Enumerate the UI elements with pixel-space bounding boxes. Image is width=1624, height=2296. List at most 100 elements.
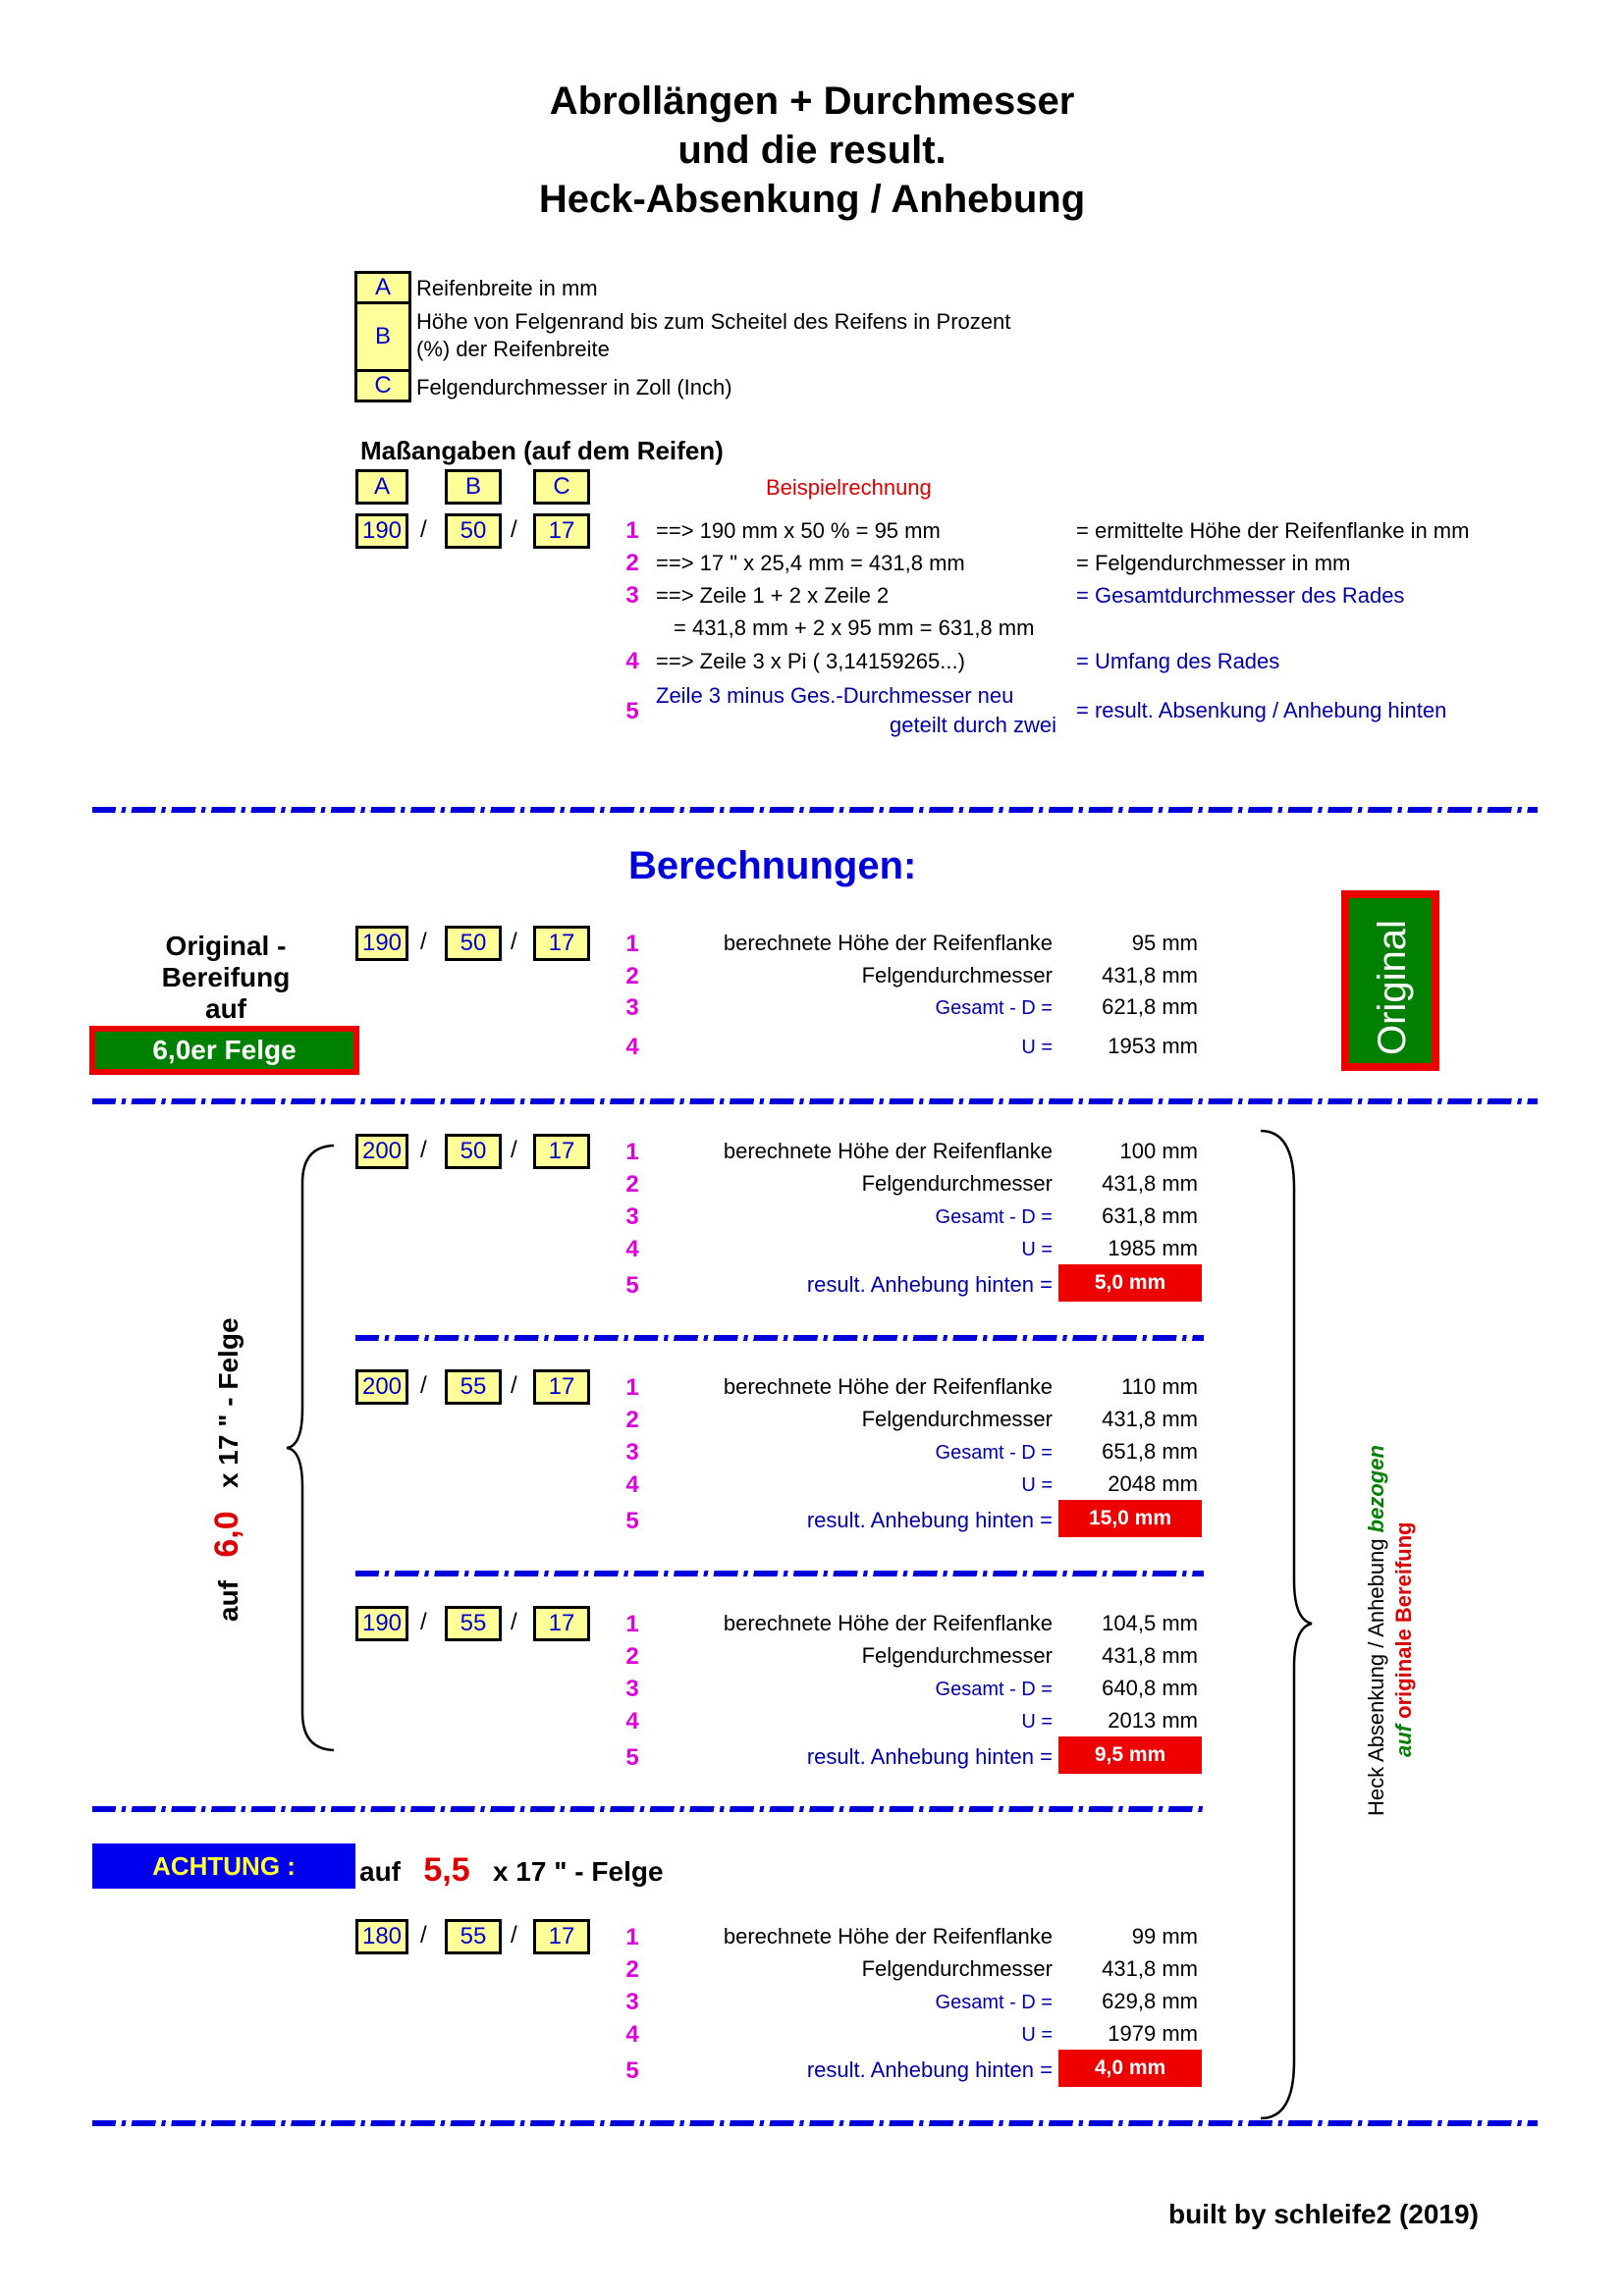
divider (92, 807, 1538, 813)
rim-label-suffix: x 17 " - Felge (213, 1317, 244, 1489)
label-b: B (445, 469, 502, 505)
rim-badge-label: 6,0er Felge (95, 1032, 353, 1069)
step-description: = result. Absenkung / Anhebung hinten (1076, 698, 1447, 722)
row-value: 104,5 mm (1102, 1611, 1198, 1635)
row-label: result. Anhebung hinten = (806, 2057, 1053, 2082)
row-number: 5 (625, 1272, 639, 1299)
row-label: Felgendurchmesser (861, 1956, 1053, 1981)
label-c: C (533, 469, 590, 505)
label-a: A (355, 469, 408, 505)
row-number: 5 (625, 2057, 639, 2084)
tire-ratio: 50 (445, 513, 502, 549)
row-label: Gesamt - D = (935, 1992, 1053, 2013)
right-note-emphasis: bezogen (1364, 1445, 1388, 1533)
row-number: 2 (625, 1407, 639, 1433)
legend-text-b-1: Höhe von Felgenrand bis zum Scheitel des… (416, 309, 1011, 334)
separator: / (511, 1609, 517, 1635)
row-number: 2 (625, 1956, 639, 1983)
tire-width: 190 (355, 926, 408, 961)
tire-rim: 17 (533, 1606, 590, 1641)
row-value: 629,8 mm (1102, 1989, 1198, 2013)
tire-ratio: 50 (445, 926, 502, 961)
result-value: 9,5 mm (1058, 1736, 1202, 1774)
rim-width: 5,5 (423, 1851, 470, 1889)
document-title: Abrollängen + Durchmesser und die result… (0, 77, 1624, 224)
rim-label-prefix: auf (213, 1580, 244, 1622)
row-label: result. Anhebung hinten = (806, 1508, 1053, 1532)
row-label: U = (1021, 1037, 1053, 1058)
row-label: berechnete Höhe der Reifenflanke (723, 1374, 1053, 1399)
right-note-text: Heck Absenkung / Anhebung (1364, 1538, 1388, 1816)
row-number: 4 (625, 1034, 639, 1060)
tire-ratio: 55 (445, 1606, 502, 1641)
tire-rim: 17 (533, 926, 590, 961)
result-value: 4,0 mm (1058, 2050, 1202, 2087)
separator: / (511, 1137, 517, 1163)
separator: / (511, 1922, 517, 1949)
legend-key-b: B (354, 301, 411, 372)
row-number: 5 (625, 1508, 639, 1534)
row-value: 100 mm (1119, 1139, 1198, 1163)
tire-width: 190 (355, 513, 408, 549)
tire-rim: 17 (533, 513, 590, 549)
example-subtitle: Beispielrechnung (766, 475, 932, 500)
step-description: = Felgendurchmesser in mm (1076, 551, 1351, 575)
row-label: Gesamt - D = (935, 997, 1053, 1019)
row-number: 3 (625, 1676, 639, 1702)
right-note: Heck Absenkung / Anhebung bezogen auf or… (1363, 1445, 1418, 1816)
row-value: 651,8 mm (1102, 1439, 1198, 1464)
step-formula: ==> 17 " x 25,4 mm = 431,8 mm (656, 551, 965, 575)
separator: / (420, 516, 427, 543)
step-number: 4 (625, 648, 639, 674)
tire-rim: 17 (533, 1134, 590, 1169)
row-label: result. Anhebung hinten = (806, 1744, 1053, 1769)
warning-badge: ACHTUNG : (92, 1843, 355, 1889)
row-value: 431,8 mm (1102, 1643, 1198, 1668)
legend-text-c: Felgendurchmesser in Zoll (Inch) (416, 375, 732, 400)
legend-key-a: A (354, 271, 411, 304)
row-value: 431,8 mm (1102, 963, 1198, 988)
tire-rim: 17 (533, 1369, 590, 1405)
separator: / (420, 929, 427, 955)
tire-width: 200 (355, 1134, 408, 1169)
row-label: berechnete Höhe der Reifenflanke (723, 1139, 1053, 1163)
original-badge-fill (1349, 898, 1432, 1063)
result-value: 15,0 mm (1058, 1500, 1202, 1537)
rim-55-label: auf 5,5 x 17 " - Felge (359, 1851, 664, 1890)
separator: / (420, 1922, 427, 1949)
original-label-line: Bereifung (161, 962, 291, 992)
row-number: 5 (625, 1744, 639, 1771)
row-value: 1979 mm (1108, 2021, 1198, 2046)
row-label: Felgendurchmesser (861, 1171, 1053, 1196)
original-label: Original - Bereifung auf (128, 931, 324, 1025)
row-value: 1985 mm (1108, 1236, 1198, 1260)
row-label: Gesamt - D = (935, 1679, 1053, 1700)
row-number: 1 (625, 1924, 639, 1950)
row-value: 431,8 mm (1102, 1171, 1198, 1196)
tire-ratio: 50 (445, 1134, 502, 1169)
separator: / (511, 929, 517, 955)
tire-width: 190 (355, 1606, 408, 1641)
row-label: Felgendurchmesser (861, 1407, 1053, 1431)
step-formula-continued: = 431,8 mm + 2 x 95 mm = 631,8 mm (674, 615, 1035, 640)
rim-label-suffix: x 17 " - Felge (492, 1856, 664, 1887)
right-note-emphasis: originale Bereifung (1391, 1522, 1416, 1719)
row-number: 2 (625, 1171, 639, 1198)
separator: / (511, 1372, 517, 1399)
row-number: 1 (625, 1611, 639, 1637)
tire-rim: 17 (533, 1919, 590, 1954)
row-number: 1 (625, 931, 639, 957)
step-number: 3 (625, 582, 639, 609)
step-formula-continued: geteilt durch zwei (890, 713, 1056, 737)
row-number: 2 (625, 963, 639, 989)
original-badge: Original (1341, 890, 1439, 1071)
row-label: U = (1021, 2024, 1053, 2046)
row-label: U = (1021, 1474, 1053, 1496)
step-description: = Gesamtdurchmesser des Rades (1076, 583, 1405, 608)
row-value: 621,8 mm (1102, 994, 1198, 1019)
row-number: 1 (625, 1139, 639, 1165)
row-label: U = (1021, 1239, 1053, 1260)
step-formula: ==> 190 mm x 50 % = 95 mm (656, 518, 941, 543)
title-line-2: und die result. (677, 129, 947, 172)
row-number: 3 (625, 1439, 639, 1466)
